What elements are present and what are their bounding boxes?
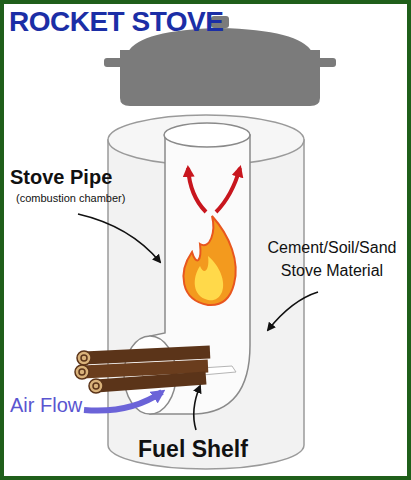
airflow-label: Air Flow — [10, 394, 82, 417]
part-label: Stove Pipe — [10, 166, 112, 189]
part-label: Fuel Shelf — [138, 436, 248, 462]
material-label: Cement/Soil/Sand Stove Material — [262, 236, 402, 282]
diagram-title: ROCKET STOVE — [9, 6, 223, 38]
part-sublabel: (combustion chamber) — [16, 192, 125, 205]
